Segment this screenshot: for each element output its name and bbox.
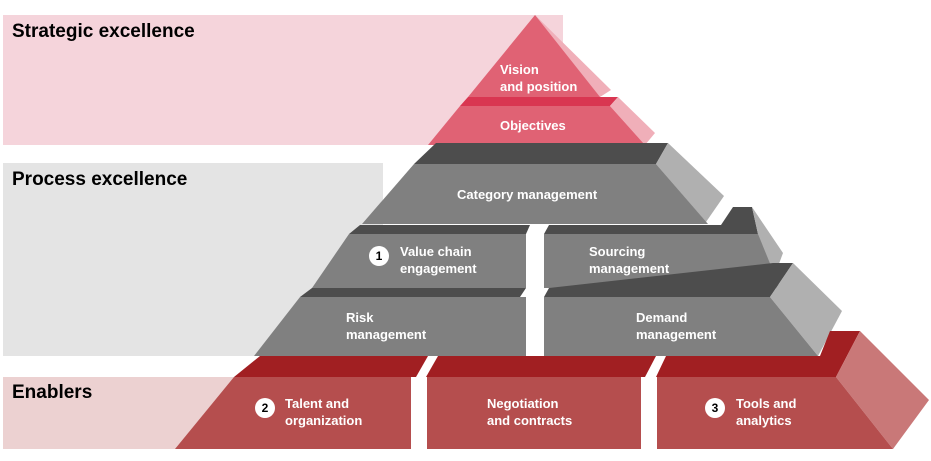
value-chain-line1: Value chain xyxy=(400,244,472,259)
negotiation-face xyxy=(427,377,641,449)
talent-line1: Talent and xyxy=(285,396,350,411)
negotiation-line2: and contracts xyxy=(487,413,573,428)
value-chain-top xyxy=(349,225,530,234)
block-objectives: Objectives xyxy=(500,117,566,134)
value-chain-line2: engagement xyxy=(400,261,477,276)
risk-face xyxy=(254,297,526,356)
band-title-strategic: Strategic excellence xyxy=(12,21,195,42)
sourcing-line1: Sourcing xyxy=(589,244,646,259)
block-demand: Demand management xyxy=(636,309,716,343)
number-badge-3: 3 xyxy=(705,398,725,418)
vision-line2: and position xyxy=(500,79,578,94)
band-title-enablers: Enablers xyxy=(12,382,93,403)
risk-line1: Risk xyxy=(346,310,374,325)
block-vision: Vision and position xyxy=(500,61,577,95)
category-face xyxy=(362,164,708,224)
objectives-side xyxy=(610,97,655,145)
demand-line2: management xyxy=(636,327,717,342)
category-line1: Category management xyxy=(457,187,598,202)
demand-side xyxy=(770,263,842,356)
sourcing-top xyxy=(544,225,758,234)
sourcing-top2 xyxy=(715,207,758,234)
block-talent: Talent and organization xyxy=(285,395,362,429)
block-tools: Tools and analytics xyxy=(736,395,796,429)
enablers-top-right xyxy=(656,331,860,377)
objectives-face xyxy=(428,106,645,145)
demand-line1: Demand xyxy=(636,310,688,325)
number-badge-1: 1 xyxy=(369,246,389,266)
number-badge-2: 2 xyxy=(255,398,275,418)
enablers-top-mid xyxy=(426,356,656,377)
demand-top xyxy=(544,263,793,297)
talent-face xyxy=(175,377,411,449)
demand-face xyxy=(544,297,818,356)
vision-face xyxy=(468,15,600,97)
category-top xyxy=(414,143,668,164)
vision-line1: Vision xyxy=(500,62,539,77)
risk-top xyxy=(300,288,526,297)
talent-line2: organization xyxy=(285,413,363,428)
objectives-top xyxy=(460,97,618,106)
objectives-line1: Objectives xyxy=(500,118,566,133)
tools-line2: analytics xyxy=(736,413,792,428)
block-negotiation: Negotiation and contracts xyxy=(487,395,572,429)
tools-side xyxy=(836,331,929,449)
risk-line2: management xyxy=(346,327,427,342)
tools-face xyxy=(657,377,893,449)
block-sourcing: Sourcing management xyxy=(589,243,669,277)
tools-line1: Tools and xyxy=(736,396,797,411)
block-category-management: Category management xyxy=(457,186,597,203)
value-chain-face xyxy=(312,234,526,288)
sourcing-line2: management xyxy=(589,261,670,276)
enablers-top xyxy=(234,356,428,377)
category-side xyxy=(656,143,724,222)
band-title-process: Process excellence xyxy=(12,169,188,190)
block-value-chain: Value chain engagement xyxy=(400,243,477,277)
vision-side xyxy=(535,15,611,97)
negotiation-line1: Negotiation xyxy=(487,396,559,411)
block-risk: Risk management xyxy=(346,309,426,343)
